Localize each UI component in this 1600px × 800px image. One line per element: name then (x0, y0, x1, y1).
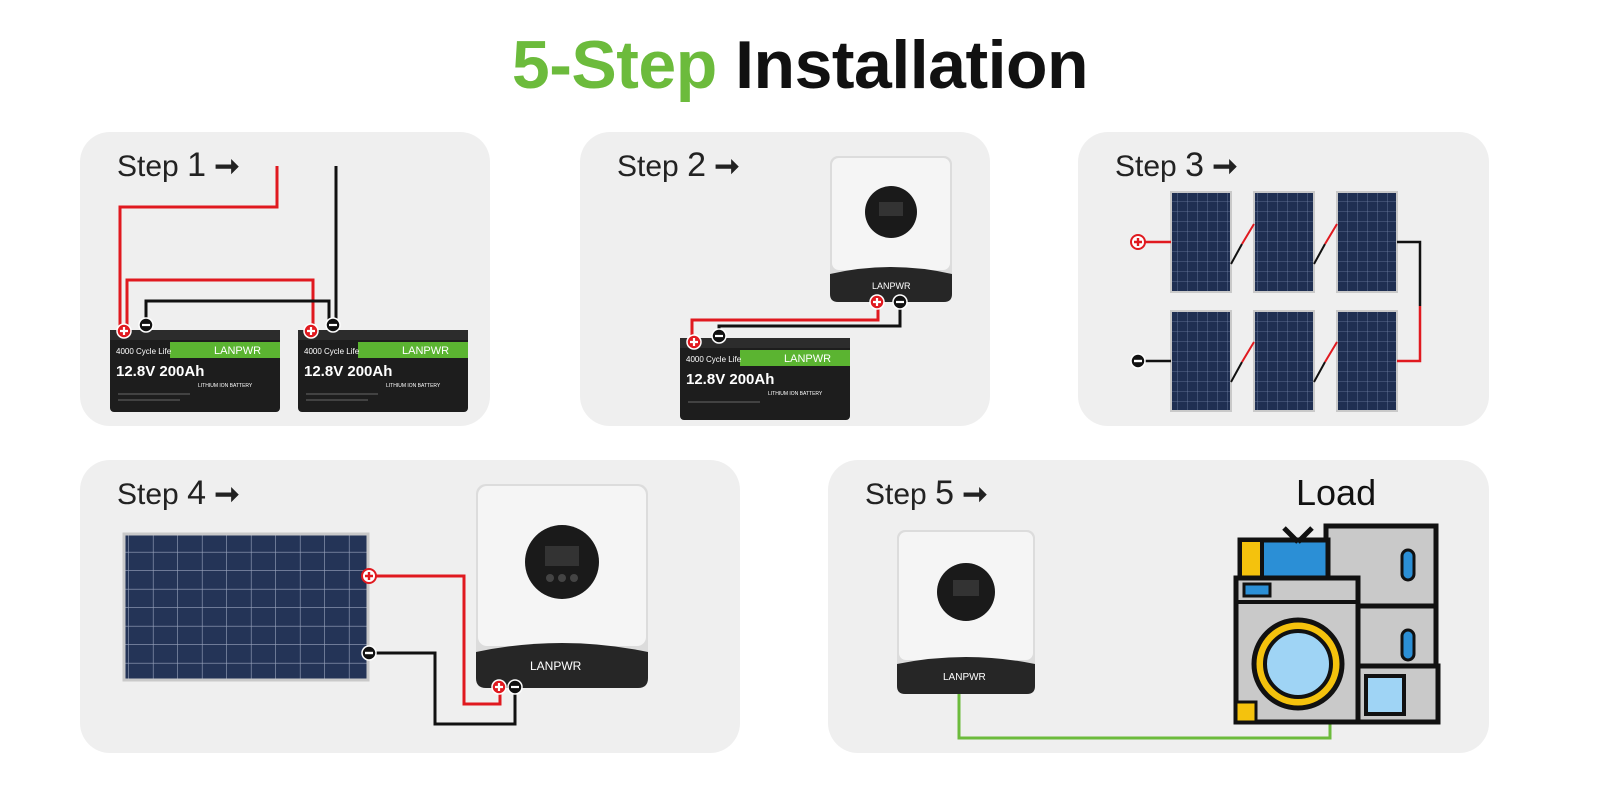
step-5-label: Step 5 ➞ (865, 474, 987, 513)
inverter-brand-text: LANPWR (530, 659, 582, 673)
arrow-right-icon: ➞ (1212, 150, 1238, 183)
battery-brand-text: LANPWR (214, 345, 261, 357)
positive-terminal-icon (491, 679, 507, 695)
step-word: Step (617, 150, 679, 183)
step-1-diagram: LANPWR 4000 Cycle Life 12.8V 200Ah LITHI… (110, 166, 468, 412)
positive-terminal-icon (303, 323, 319, 339)
solar-panel (1253, 191, 1315, 293)
positive-terminal-icon (116, 323, 132, 339)
positive-terminal-icon (361, 568, 377, 584)
positive-wire (1324, 223, 1338, 245)
ac-wire (957, 694, 1332, 740)
battery-cycle-text: 4000 Cycle Life (304, 347, 360, 356)
title-rest: Installation (735, 27, 1089, 103)
load-label: Load (1296, 472, 1377, 513)
negative-wire (1230, 361, 1243, 383)
inverter: LANPWR (830, 156, 952, 302)
solar-panel (1253, 310, 1315, 412)
positive-wire (1324, 341, 1338, 363)
step-number: 3 (1185, 146, 1204, 184)
negative-wire (1313, 361, 1326, 383)
negative-wire (1230, 243, 1243, 265)
step-2-label: Step 2 ➞ (617, 146, 739, 185)
arrow-right-icon: ➞ (714, 150, 740, 183)
inverter: LANPWR (897, 530, 1035, 694)
appliances-icon (1233, 523, 1441, 725)
battery-type-text: LITHIUM ION BATTERY (386, 383, 441, 389)
step-number: 2 (687, 146, 706, 184)
step-word: Step (865, 478, 927, 511)
step-4-diagram: LANPWR (122, 484, 648, 726)
step-5-diagram: LANPWR (897, 523, 1441, 740)
solar-panel (1170, 310, 1232, 412)
battery-spec-text: 12.8V 200Ah (686, 371, 774, 388)
solar-panel (1336, 310, 1398, 412)
step-word: Step (117, 478, 179, 511)
solar-panel (1170, 191, 1232, 293)
battery-type-text: LITHIUM ION BATTERY (198, 383, 253, 389)
step-1-panel: LANPWR 4000 Cycle Life 12.8V 200Ah LITHI… (80, 132, 490, 426)
negative-wire (1313, 243, 1326, 265)
battery-brand-text: LANPWR (784, 353, 831, 365)
positive-wire (690, 302, 880, 340)
step-3-label: Step 3 ➞ (1115, 146, 1237, 185)
positive-wire (118, 166, 279, 332)
step-number: 5 (935, 474, 954, 512)
title-highlight: 5-Step (511, 27, 717, 103)
negative-wire (1397, 240, 1422, 306)
step-3-diagram (1130, 191, 1422, 412)
negative-terminal-icon (892, 294, 908, 310)
step-4-label: Step 4 ➞ (117, 474, 239, 513)
positive-terminal-icon (1130, 234, 1146, 250)
battery-spec-text: 12.8V 200Ah (116, 363, 204, 380)
arrow-right-icon: ➞ (962, 478, 988, 511)
positive-wire (1241, 223, 1255, 245)
inverter-brand-text: LANPWR (872, 281, 911, 291)
positive-terminal-icon (686, 334, 702, 350)
step-4-panel: LANPWR Step 4 ➞ (80, 460, 740, 753)
page-title: 5-Step Installation (0, 26, 1600, 104)
negative-terminal-icon (1130, 353, 1146, 369)
battery-cycle-text: 4000 Cycle Life (686, 355, 742, 364)
negative-wire (144, 299, 331, 322)
inverter: LANPWR (476, 484, 648, 688)
arrow-right-icon: ➞ (214, 478, 240, 511)
solar-panel (1336, 191, 1398, 293)
battery-type-text: LITHIUM ION BATTERY (768, 391, 823, 397)
step-word: Step (117, 150, 179, 183)
step-3-panel: Step 3 ➞ (1078, 132, 1489, 426)
step-number: 4 (187, 474, 206, 512)
battery-a: LANPWR 4000 Cycle Life 12.8V 200Ah LITHI… (110, 330, 280, 412)
step-5-panel: LANPWR Step 5 (828, 460, 1489, 753)
step-2-panel: LANPWR LANPWR 4000 Cycle Life 12.8V 200A… (580, 132, 990, 426)
positive-wire (1241, 341, 1255, 363)
battery-cycle-text: 4000 Cycle Life (116, 347, 172, 356)
negative-terminal-icon (138, 317, 154, 333)
negative-terminal-icon (507, 679, 523, 695)
step-2-diagram: LANPWR LANPWR 4000 Cycle Life 12.8V 200A… (680, 156, 952, 420)
battery: LANPWR 4000 Cycle Life 12.8V 200Ah LITHI… (680, 338, 850, 420)
arrow-right-icon: ➞ (214, 150, 240, 183)
positive-wire (375, 574, 502, 706)
negative-wire (375, 651, 517, 726)
step-word: Step (1115, 150, 1177, 183)
battery-brand-text: LANPWR (402, 345, 449, 357)
inverter-brand-text: LANPWR (943, 672, 986, 683)
negative-terminal-icon (325, 317, 341, 333)
negative-terminal-icon (361, 645, 377, 661)
negative-terminal-icon (711, 328, 727, 344)
step-1-label: Step 1 ➞ (117, 146, 239, 185)
battery-b: LANPWR 4000 Cycle Life 12.8V 200Ah LITHI… (298, 330, 468, 412)
solar-panel (122, 532, 370, 682)
positive-wire (125, 278, 315, 332)
positive-wire (1397, 306, 1422, 363)
positive-terminal-icon (869, 294, 885, 310)
step-number: 1 (187, 146, 206, 184)
battery-spec-text: 12.8V 200Ah (304, 363, 392, 380)
